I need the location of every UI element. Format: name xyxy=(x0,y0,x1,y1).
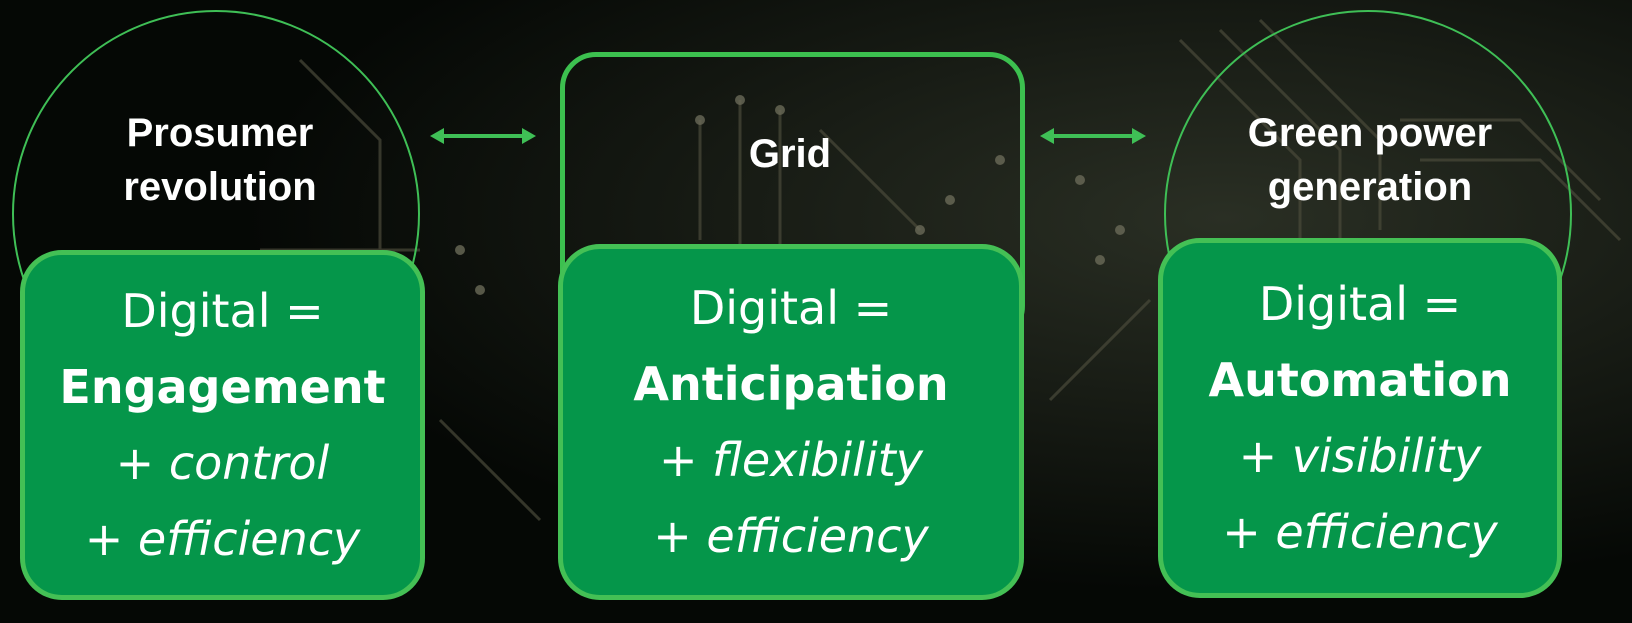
anticipation-card: Digital = Anticipation + flexibility + e… xyxy=(558,244,1024,600)
automation-card-line1: Digital = xyxy=(1258,277,1462,331)
automation-card: Digital = Automation + visibility + effi… xyxy=(1158,238,1562,598)
green-power-header-line2: generation xyxy=(1267,165,1473,209)
prosumer-header-line2: revolution xyxy=(123,165,317,209)
prosumer-header-label: Prosumer revolution xyxy=(60,105,380,215)
green-power-header-label: Green power generation xyxy=(1210,105,1530,215)
anticipation-card-title: Anticipation xyxy=(633,357,949,411)
double-arrow-icon xyxy=(430,128,536,144)
engagement-card-line1: Digital = xyxy=(121,284,324,338)
automation-card-title: Automation xyxy=(1208,353,1512,407)
automation-card-efficiency: + efficiency xyxy=(1222,505,1498,559)
engagement-card-title: Engagement xyxy=(59,360,386,414)
anticipation-card-line1: Digital = xyxy=(689,281,893,335)
grid-header-label: Grid xyxy=(640,126,940,182)
grid-header-title: Grid xyxy=(748,132,832,176)
prosumer-header-line1: Prosumer xyxy=(126,111,314,155)
engagement-card-control: + control xyxy=(115,436,330,490)
anticipation-card-flexibility: + flexibility xyxy=(659,433,923,487)
green-power-header-line1: Green power xyxy=(1247,111,1493,155)
engagement-card: Digital = Engagement + control + efficie… xyxy=(20,250,425,600)
double-arrow-icon xyxy=(1040,128,1146,144)
anticipation-card-efficiency: + efficiency xyxy=(653,509,929,563)
automation-card-visibility: + visibility xyxy=(1238,429,1482,483)
engagement-card-efficiency: + efficiency xyxy=(84,512,361,566)
